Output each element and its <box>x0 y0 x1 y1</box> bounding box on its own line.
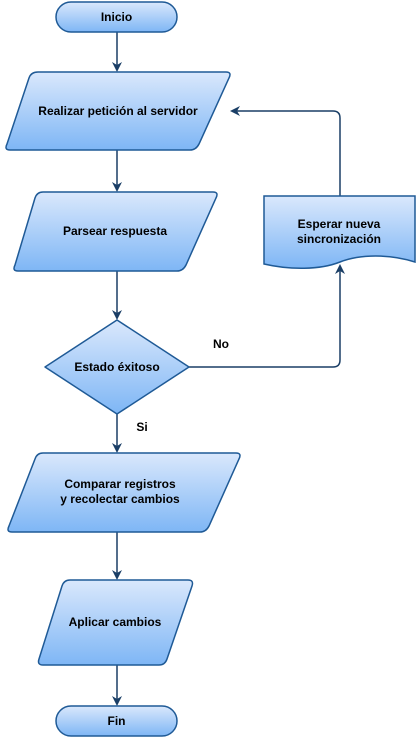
start-terminator-shape <box>55 1 178 33</box>
compare-label-line1: Comparar registros <box>64 477 176 491</box>
wait-label-line1: Esperar nueva <box>298 217 381 231</box>
node-decision: Estado éxitoso <box>44 319 190 415</box>
apply-label: Aplicar cambios <box>69 615 162 629</box>
edge-label-no: No <box>213 337 229 351</box>
parse-label: Parsear respuesta <box>63 224 167 238</box>
end-label: Fin <box>108 714 126 728</box>
edge-label-yes: Si <box>136 420 147 434</box>
node-apply: Aplicar cambios <box>37 579 194 666</box>
node-request: Realizar petición al servidor <box>5 71 231 151</box>
wait-label-line2: sincronización <box>297 232 381 246</box>
apply-parallelogram-shape <box>37 579 194 666</box>
wait-document-shape <box>263 195 416 270</box>
decision-label: Estado éxitoso <box>74 360 159 374</box>
node-wait: Esperar nueva sincronización <box>263 195 416 270</box>
request-label: Realizar petición al servidor <box>38 104 198 118</box>
edge-decision-no-to-wait <box>189 264 345 368</box>
parse-parallelogram-shape <box>13 191 218 272</box>
decision-diamond-shape <box>44 319 190 415</box>
edges <box>112 32 345 706</box>
node-compare: Comparar registros y recolectar cambios <box>7 452 241 533</box>
node-parse: Parsear respuesta <box>13 191 218 272</box>
compare-parallelogram-shape <box>7 452 241 533</box>
node-start: Inicio <box>55 1 178 33</box>
compare-label-line2: y recolectar cambios <box>60 492 180 506</box>
edge-wait-to-request <box>230 106 341 196</box>
end-terminator-shape <box>55 705 178 737</box>
node-end: Fin <box>55 705 178 737</box>
start-label: Inicio <box>101 10 132 24</box>
request-parallelogram-shape <box>5 71 231 151</box>
